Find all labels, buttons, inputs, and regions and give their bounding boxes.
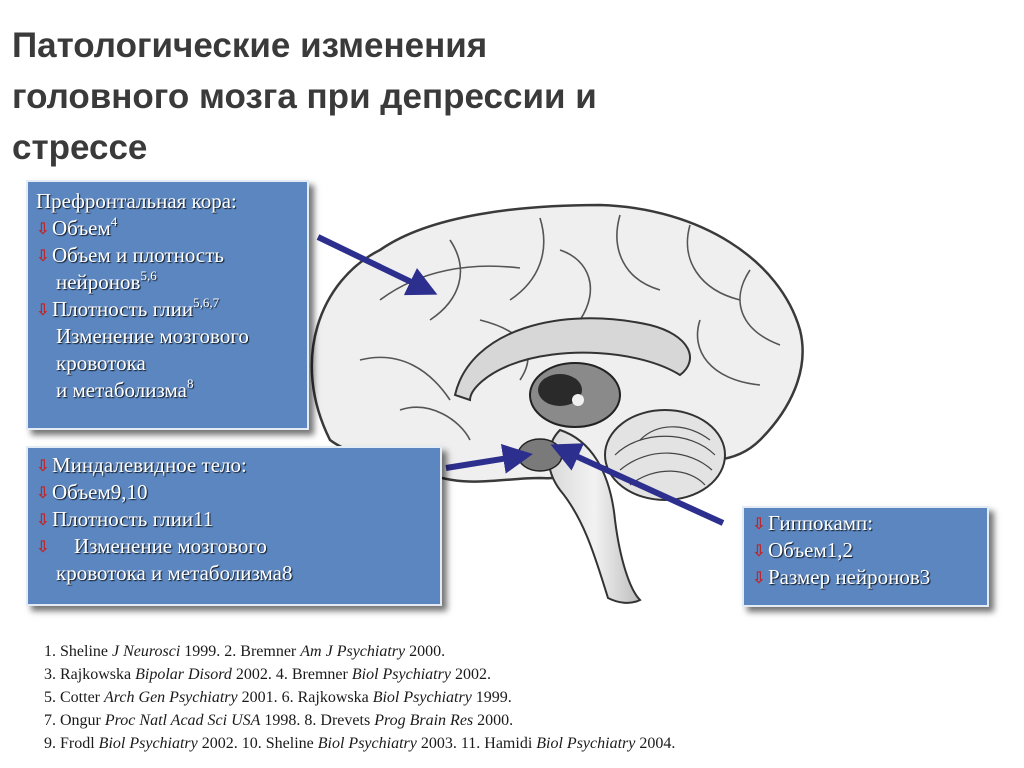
down-arrow-icon: ⇩: [752, 568, 766, 587]
corpus-callosum: [453, 317, 691, 402]
cerebellum: [604, 409, 726, 501]
down-arrow-icon: ⇩: [36, 219, 50, 238]
pointer-arrow-icon: [316, 234, 438, 296]
reference-line: 5. Cotter Arch Gen Psychiatry 2001. 6. R…: [44, 689, 512, 706]
pointer-arrow-icon: [445, 443, 533, 474]
reference-line: 1. Sheline J Neurosci 1999. 2. Bremner A…: [44, 643, 446, 660]
pfc-heading: Префронтальная кора:: [36, 189, 237, 213]
references-list: 1. Sheline J Neurosci 1999. 2. Bremner A…: [44, 640, 944, 755]
title-line-3: стрессе: [12, 128, 148, 167]
pfc-item-bloodflow-1: Изменение мозгового: [56, 324, 249, 348]
down-arrow-icon: ⇩: [36, 456, 50, 475]
down-arrow-icon: ⇩: [36, 300, 50, 319]
amygdala-item-bloodflow: ⇩Изменение мозгового: [36, 534, 267, 558]
amygdala-heading: ⇩Миндалевидное тело:: [36, 453, 247, 477]
pointer-arrow-icon: [550, 443, 725, 526]
pfc-item-neuron-density: ⇩Объем и плотность: [36, 243, 224, 267]
amygdala-item-bloodflow-cont: кровотока и метаболизма8: [56, 561, 293, 585]
reference-line: 7. Ongur Proc Natl Acad Sci USA 1998. 8.…: [44, 712, 514, 729]
down-arrow-icon: ⇩: [36, 510, 50, 529]
down-arrow-icon: ⇩: [36, 246, 50, 265]
pfc-item-bloodflow-2: кровотока: [56, 351, 146, 375]
pfc-item-neuron-density-cont: нейронов5,6: [56, 268, 157, 294]
amygdala-box: ⇩Миндалевидное тело: ⇩Объем9,10 ⇩Плотнос…: [26, 446, 442, 606]
hippocampus-item-volume: ⇩Объем1,2: [752, 538, 854, 562]
amygdala-item-glia: ⇩Плотность глии11: [36, 507, 214, 531]
page-title: Патологические изменения головного мозга…: [12, 20, 712, 173]
down-arrow-icon: ⇩: [752, 541, 766, 560]
prefrontal-cortex-box: Префронтальная кора: ⇩Объем4 ⇩Объем и пл…: [26, 180, 309, 430]
down-arrow-icon: ⇩: [36, 483, 50, 502]
reference-line: 9. Frodl Biol Psychiatry 2002. 10. Sheli…: [44, 735, 676, 752]
down-arrow-icon: ⇩: [752, 514, 766, 533]
reference-line: 3. Rajkowska Bipolar Disord 2002. 4. Bre…: [44, 666, 491, 683]
brainstem: [547, 428, 642, 604]
hippocampus-item-neuron-size: ⇩Размер нейронов3: [752, 565, 931, 589]
title-line-2: головного мозга при депрессии и: [12, 77, 597, 116]
amygdala-item-volume: ⇩Объем9,10: [36, 480, 148, 504]
pfc-item-volume: ⇩Объем4: [36, 214, 118, 240]
title-line-1: Патологические изменения: [12, 26, 488, 65]
pfc-item-bloodflow-3: и метаболизма8: [56, 376, 194, 402]
hippocampus-box: ⇩Гиппокамп: ⇩Объем1,2 ⇩Размер нейронов3: [742, 506, 989, 607]
pfc-item-glia-density: ⇩Плотность глии5,6,7: [36, 295, 220, 321]
down-arrow-icon: ⇩: [36, 537, 50, 556]
hippocampus-heading: ⇩Гиппокамп:: [752, 511, 874, 535]
